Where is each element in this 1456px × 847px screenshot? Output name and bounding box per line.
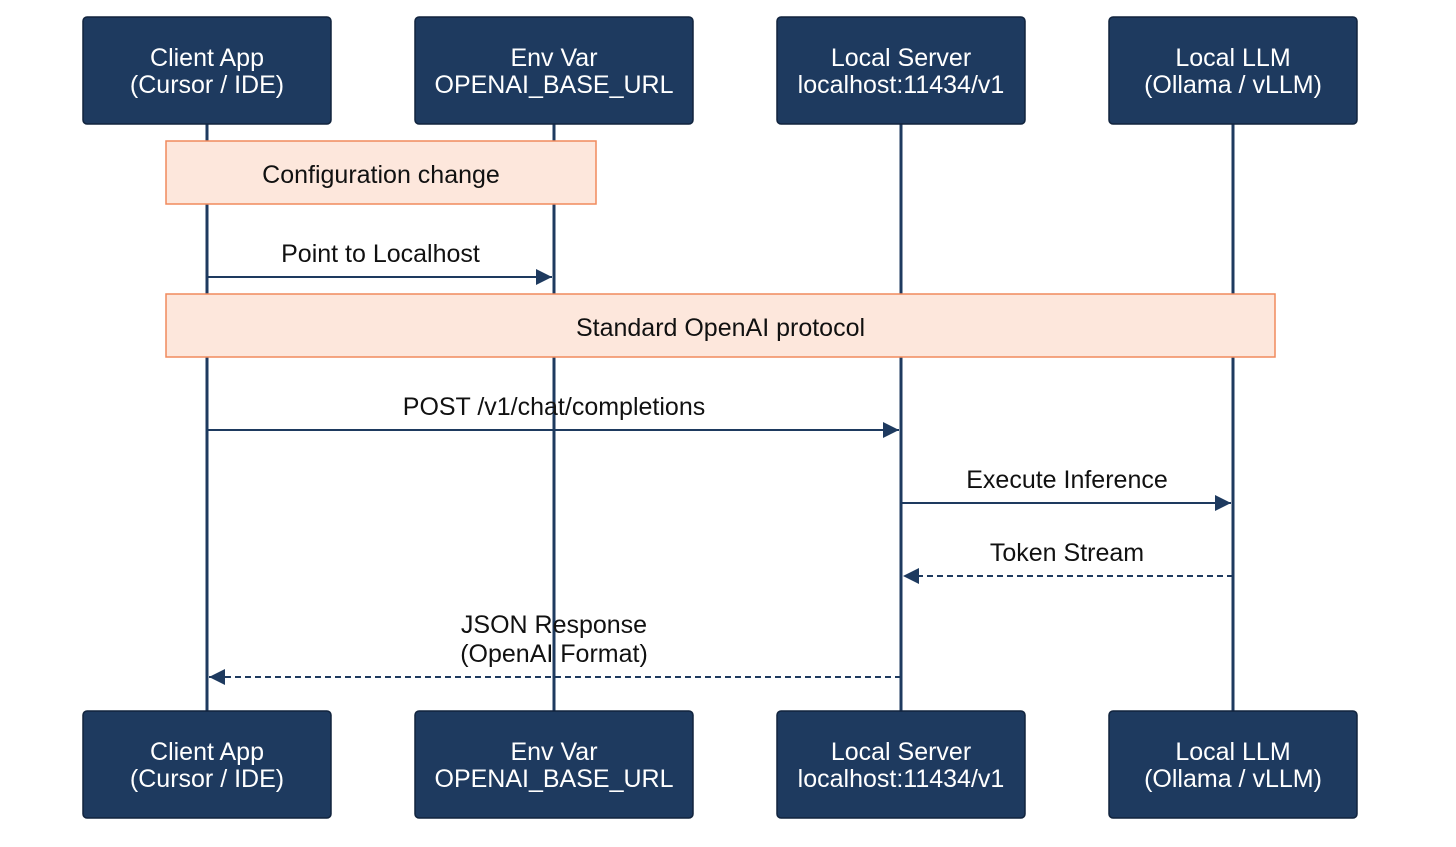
actor-label-line1: Client App [150,738,264,766]
note-label: Standard OpenAI protocol [576,314,865,342]
actor-llm-top: Local LLM(Ollama / vLLM) [1108,16,1358,125]
actor-label-line1: Local Server [831,738,971,766]
message-label: (OpenAI Format) [460,640,648,668]
note-box [165,140,597,205]
message-label: JSON Response [461,611,647,639]
note-1: Configuration change [165,140,597,205]
actor-client-bottom: Client App(Cursor / IDE) [82,710,332,819]
message-llm-to-server: Token Stream [903,539,1233,584]
actor-label-line2: OPENAI_BASE_URL [435,71,674,99]
actor-label-line2: (Ollama / vLLM) [1144,71,1322,99]
actor-label-line1: Env Var [510,44,597,72]
actor-label-line1: Env Var [510,738,597,766]
actor-label-line1: Client App [150,44,264,72]
actor-box [1108,16,1358,125]
actor-label-line2: (Cursor / IDE) [130,71,284,99]
message-label: Point to Localhost [281,240,480,268]
message-server-to-llm: Execute Inference [901,466,1231,511]
actor-label-line2: OPENAI_BASE_URL [435,765,674,793]
note-box [165,293,1276,358]
actor-box [776,16,1026,125]
actor-box [776,710,1026,819]
message-label: Token Stream [990,539,1144,567]
actor-client-top: Client App(Cursor / IDE) [82,16,332,125]
actor-label-line1: Local LLM [1175,738,1290,766]
actor-label-line2: (Cursor / IDE) [130,765,284,793]
actor-box [82,710,332,819]
message-label: Execute Inference [966,466,1168,494]
actor-label-line2: localhost:11434/v1 [798,71,1005,99]
actor-label-line2: localhost:11434/v1 [798,765,1005,793]
actor-box [82,16,332,125]
actor-label-line1: Local Server [831,44,971,72]
actor-box [414,16,694,125]
lifelines-layer [205,124,1235,711]
actor-label-line1: Local LLM [1175,44,1290,72]
message-server-to-client: JSON Response(OpenAI Format) [209,611,901,685]
note-2: Standard OpenAI protocol [165,293,1276,358]
note-label: Configuration change [262,161,500,189]
message-client-to-server: POST /v1/chat/completions [207,393,899,438]
actor-box [1108,710,1358,819]
message-client-to-env: Point to Localhost [207,240,552,285]
actors-layer: Client App(Cursor / IDE)Client App(Curso… [82,16,1358,819]
message-label: POST /v1/chat/completions [403,393,705,421]
actor-llm-bottom: Local LLM(Ollama / vLLM) [1108,710,1358,819]
actor-box [414,710,694,819]
actor-label-line2: (Ollama / vLLM) [1144,765,1322,793]
